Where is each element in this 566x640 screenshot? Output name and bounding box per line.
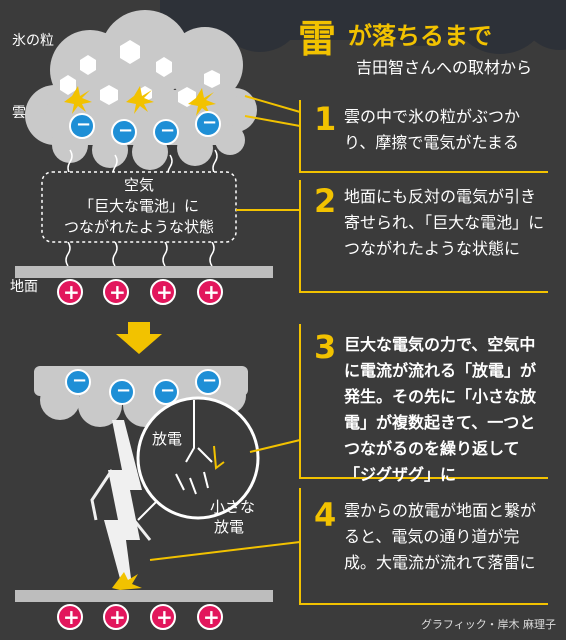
upper-negative-charges (69, 111, 221, 145)
step-2-number: 2 (314, 182, 337, 220)
title-main-char: 雷 (298, 17, 338, 61)
lightning-branch-2 (124, 509, 152, 541)
plus-sign: + (109, 280, 126, 304)
plus-sign: + (156, 605, 173, 629)
plus-sign: + (63, 280, 80, 304)
minus-sign: − (116, 380, 132, 401)
upper-ground (15, 266, 273, 278)
minus-sign: − (72, 370, 88, 391)
cloud-label: 雲 (12, 105, 26, 121)
impact-burst (112, 572, 142, 590)
ice-label: 氷の粒 (12, 33, 54, 49)
lightning-bolt (104, 420, 142, 586)
step-1-number: 1 (314, 100, 337, 138)
minus-sign: − (160, 380, 176, 401)
discharge-label: 放電 (152, 430, 183, 448)
upper-positive-charges (57, 279, 223, 305)
title-rest: が落ちるまで (348, 22, 492, 50)
subtitle: 吉田智さんへの取材から (356, 58, 533, 77)
battery-state-text: 空気 「巨大な電池」に つながれたような状態 (44, 175, 234, 238)
zoom-circle (136, 396, 260, 520)
zoom-pointer (137, 499, 159, 521)
minus-sign: − (202, 370, 218, 391)
minus-sign: − (202, 112, 218, 133)
minus-sign: − (160, 120, 176, 141)
upper-cloud (25, 10, 257, 170)
collision-bursts (64, 86, 216, 116)
lower-negative-charges (65, 369, 221, 405)
step-4-text: 雲からの放電が地面と繋がると、電気の通り道が完成。大電流が流れて落雷に (344, 501, 537, 572)
plus-sign: + (156, 280, 173, 304)
minus-sign: − (76, 114, 92, 135)
plus-sign: + (203, 280, 220, 304)
small-discharge-label-2: 放電 (214, 518, 245, 536)
battery-state-box (41, 171, 237, 243)
box-line-2: 「巨大な電池」に (78, 197, 199, 215)
step-2-text: 地面にも反対の電気が引き寄せられ、「巨大な電池」につながれたような状態に (344, 187, 545, 258)
box-line-1: 空気 (123, 176, 154, 194)
plus-sign: + (63, 605, 80, 629)
small-discharge-label-1: 小さな (210, 498, 256, 516)
minus-sign: − (118, 120, 134, 141)
storm-cloud-background (160, 0, 566, 54)
step-3-text: 巨大な電気の力で、空気中に電流が流れる「放電」が発生。その先に「小さな放電」が複… (344, 335, 537, 484)
step-1-text: 雲の中で氷の粒がぶつかり、摩擦で電気がたまる (344, 107, 521, 152)
step-4-number: 4 (314, 496, 337, 534)
lower-ground (15, 590, 273, 602)
box-line-3: つながれたような状態 (63, 218, 214, 236)
lower-positive-charges (57, 604, 223, 630)
plus-sign: + (109, 605, 126, 629)
step-3-number: 3 (314, 328, 337, 366)
credit: グラフィック・岸木 麻理子 (420, 618, 556, 631)
down-arrow-icon (116, 322, 162, 354)
ground-label: 地面 (10, 279, 38, 295)
zigzag-arrow-icon (213, 445, 225, 470)
step-connectors (149, 95, 548, 605)
lightning-branch (90, 469, 114, 521)
zoom-discharge-lines (175, 400, 213, 495)
plus-sign: + (203, 605, 220, 629)
